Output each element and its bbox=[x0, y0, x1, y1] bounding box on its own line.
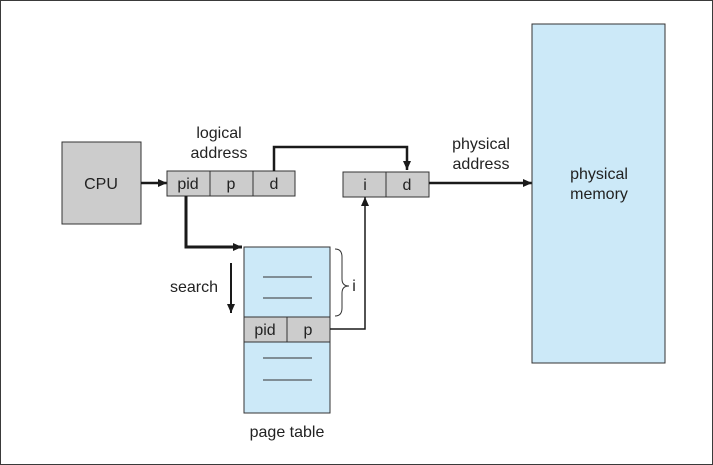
physical-address-label-line2: address bbox=[453, 156, 510, 173]
page-table-entry: pid p bbox=[243, 316, 331, 343]
page-table: pid p bbox=[243, 246, 331, 414]
cpu-label: CPU bbox=[84, 176, 118, 193]
physical-memory-box bbox=[531, 23, 666, 364]
pid-to-page-table-arrow bbox=[184, 196, 242, 251]
physical-field-i: i bbox=[363, 177, 367, 194]
brace-label: i bbox=[352, 278, 356, 295]
index-brace bbox=[334, 248, 350, 317]
logical-address-label-line1: logical bbox=[196, 125, 241, 142]
logical-field-p: p bbox=[227, 176, 236, 193]
physical-address-register: i d bbox=[342, 171, 430, 198]
physical-memory-label-line1: physical bbox=[570, 166, 628, 183]
physical-address-label-line1: physical bbox=[452, 136, 510, 153]
offset-d-arrow bbox=[272, 145, 411, 171]
entry-to-frame-arrow bbox=[330, 197, 369, 330]
logical-field-pid: pid bbox=[177, 176, 198, 193]
cpu-box bbox=[61, 141, 142, 225]
entry-field-p: p bbox=[304, 322, 313, 339]
logical-field-d: d bbox=[270, 176, 279, 193]
physical-field-d: d bbox=[403, 177, 412, 194]
logical-address-label-line2: address bbox=[191, 145, 248, 162]
search-label: search bbox=[170, 279, 218, 296]
entry-field-pid: pid bbox=[254, 322, 275, 339]
page-table-label: page table bbox=[250, 424, 325, 441]
logical-address-register: pid p d bbox=[166, 170, 296, 197]
physical-memory-label-line2: memory bbox=[570, 186, 628, 203]
